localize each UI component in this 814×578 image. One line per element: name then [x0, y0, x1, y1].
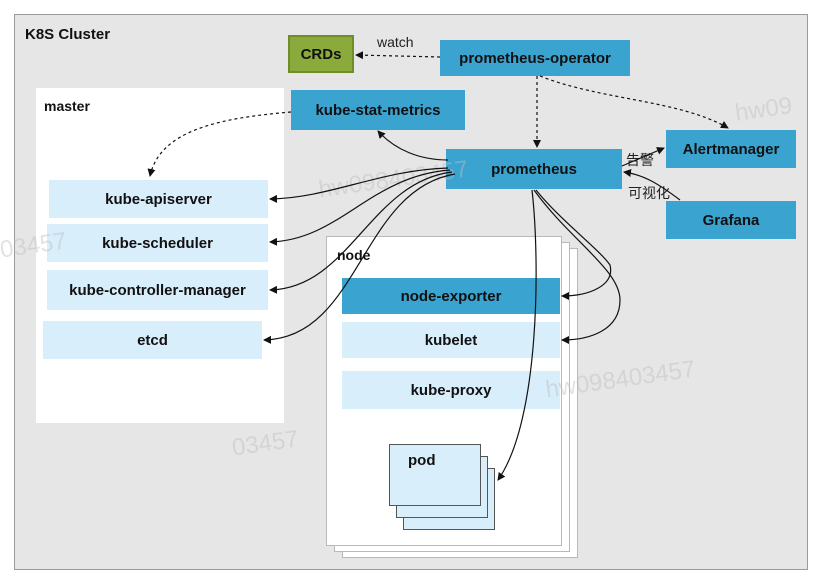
edge-grafana-prometheus	[623, 169, 681, 201]
kube-scheduler-box: kube-scheduler	[47, 224, 268, 262]
crds-box: CRDs	[288, 35, 354, 73]
pod-box	[389, 444, 481, 506]
alert-label: 告警	[626, 152, 654, 168]
pod-label: pod	[408, 452, 436, 469]
kubelet-box: kubelet	[342, 322, 560, 358]
kube-proxy-box: kube-proxy	[342, 371, 560, 409]
prometheus-box: prometheus	[446, 149, 622, 189]
kube-stat-metrics-box: kube-stat-metrics	[291, 90, 465, 130]
edge-prometheus-etcd	[263, 173, 456, 344]
edge-prometheus-apiserver	[269, 167, 449, 203]
grafana-box: Grafana	[666, 201, 796, 239]
edge-prometheus-node-exporter	[535, 189, 612, 300]
edge-prometheus-metrics	[377, 130, 449, 161]
edge-operator-crds	[355, 51, 441, 60]
edge-operator-alertmanager	[539, 75, 729, 129]
edge-prometheus-pod	[497, 189, 537, 481]
visualize-label: 可视化	[628, 185, 670, 201]
kube-apiserver-box: kube-apiserver	[49, 180, 268, 218]
edge-prometheus-scheduler	[269, 169, 451, 246]
kube-controller-manager-box: kube-controller-manager	[47, 270, 268, 310]
edge-prometheus-alertmanager	[621, 147, 665, 167]
watch-label: watch	[377, 34, 414, 50]
edge-prometheus-kubelet	[533, 189, 621, 344]
cluster-title: K8S Cluster	[25, 26, 111, 43]
master-title: master	[44, 98, 90, 114]
etcd-box: etcd	[43, 321, 262, 359]
edge-prometheus-controller	[269, 171, 453, 294]
edge-metrics-apiserver	[147, 111, 292, 177]
prometheus-operator-box: prometheus-operator	[440, 40, 630, 76]
alertmanager-box: Alertmanager	[666, 130, 796, 168]
node-exporter-box: node-exporter	[342, 278, 560, 314]
